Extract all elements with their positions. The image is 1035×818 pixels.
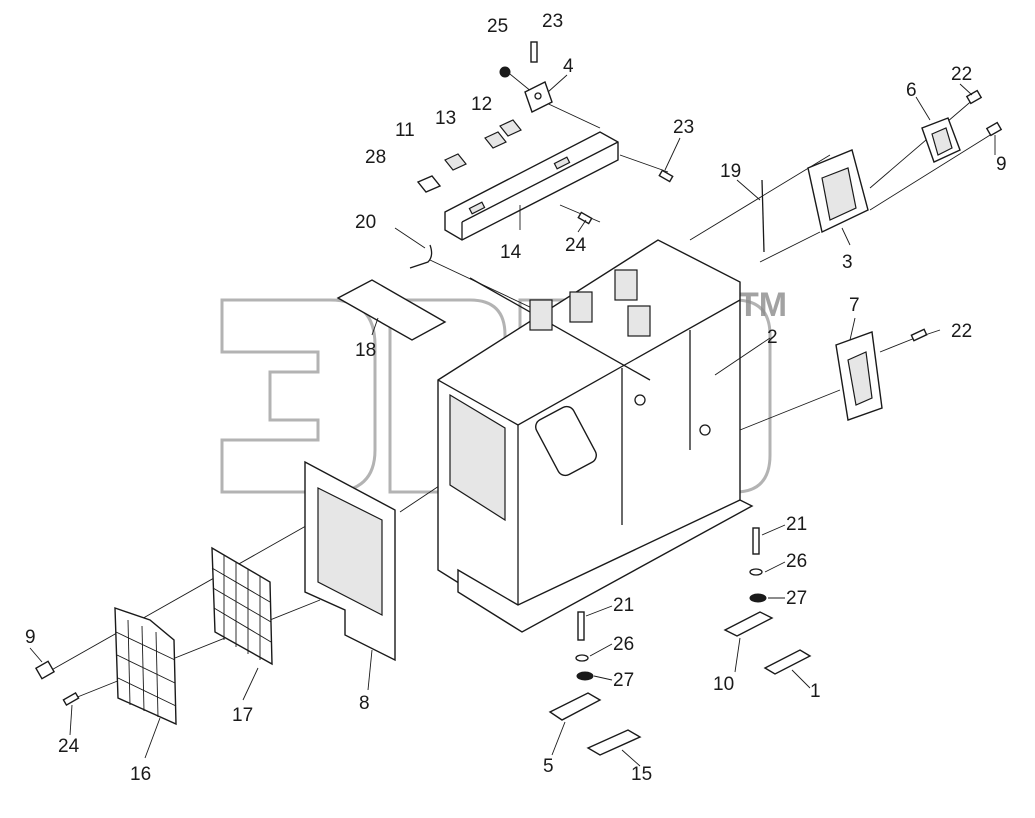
main-housing bbox=[437, 239, 754, 633]
bolt-icon bbox=[530, 41, 538, 63]
callout-9-right: 9 bbox=[996, 154, 1007, 175]
callout-1: 1 bbox=[810, 681, 821, 702]
callout-22-mid: 22 bbox=[951, 321, 972, 342]
bolt-icon bbox=[658, 169, 674, 183]
trademark-mark: TM bbox=[738, 286, 787, 324]
callout-10: 10 bbox=[713, 674, 734, 695]
callout-24-left: 24 bbox=[58, 736, 80, 757]
side-covers bbox=[761, 117, 961, 421]
bolt-icon bbox=[577, 611, 585, 641]
bolt-icon bbox=[752, 527, 760, 555]
rail-bracket bbox=[444, 131, 619, 241]
callout-7: 7 bbox=[849, 295, 860, 316]
nut-icon bbox=[499, 66, 511, 78]
washer-icon bbox=[575, 654, 589, 662]
fasteners bbox=[34, 41, 1003, 707]
callout-5: 5 bbox=[543, 756, 554, 777]
grilles bbox=[114, 460, 396, 726]
callout-leaders bbox=[29, 74, 996, 767]
bolt-icon bbox=[965, 89, 983, 105]
callout-23-top: 23 bbox=[542, 11, 563, 32]
pads bbox=[416, 119, 522, 193]
callout-26-left: 26 bbox=[613, 634, 634, 655]
cover-plate bbox=[336, 244, 447, 341]
callout-17: 17 bbox=[232, 705, 253, 726]
callout-22-top: 22 bbox=[951, 64, 972, 85]
callout-2: 2 bbox=[767, 327, 778, 348]
hinge-bracket bbox=[524, 81, 553, 113]
callout-labels: 25 23 4 12 13 11 28 23 14 24 20 18 19 3 … bbox=[25, 11, 1007, 785]
callout-28: 28 bbox=[365, 147, 386, 168]
callout-19: 19 bbox=[720, 161, 741, 182]
washer-icon bbox=[749, 593, 767, 603]
bolt-icon bbox=[34, 660, 56, 680]
callout-4: 4 bbox=[563, 56, 574, 77]
callout-27-right: 27 bbox=[786, 588, 807, 609]
callout-23-mid: 23 bbox=[673, 117, 694, 138]
bolt-icon bbox=[577, 211, 593, 225]
washer-icon bbox=[576, 671, 594, 681]
callout-12: 12 bbox=[471, 94, 492, 115]
callout-24-top: 24 bbox=[565, 235, 587, 256]
callout-20: 20 bbox=[355, 212, 376, 233]
callout-15: 15 bbox=[631, 764, 652, 785]
callout-21-right: 21 bbox=[786, 514, 807, 535]
bolt-icon bbox=[62, 691, 80, 707]
callout-11: 11 bbox=[395, 120, 415, 141]
callout-3: 3 bbox=[842, 252, 853, 273]
bolt-icon bbox=[910, 328, 928, 342]
callout-6: 6 bbox=[906, 80, 917, 101]
callout-14: 14 bbox=[500, 242, 522, 263]
callout-8: 8 bbox=[359, 693, 370, 714]
callout-21-left: 21 bbox=[613, 595, 634, 616]
bolt-icon bbox=[985, 121, 1003, 137]
callout-25: 25 bbox=[487, 16, 508, 37]
feet bbox=[548, 611, 812, 756]
callout-9-left: 9 bbox=[25, 627, 36, 648]
callout-27-left: 27 bbox=[613, 670, 634, 691]
callout-16: 16 bbox=[130, 764, 151, 785]
callout-26-right: 26 bbox=[786, 551, 807, 572]
callout-13: 13 bbox=[435, 108, 456, 129]
callout-18: 18 bbox=[355, 340, 376, 361]
washer-icon bbox=[749, 568, 763, 576]
